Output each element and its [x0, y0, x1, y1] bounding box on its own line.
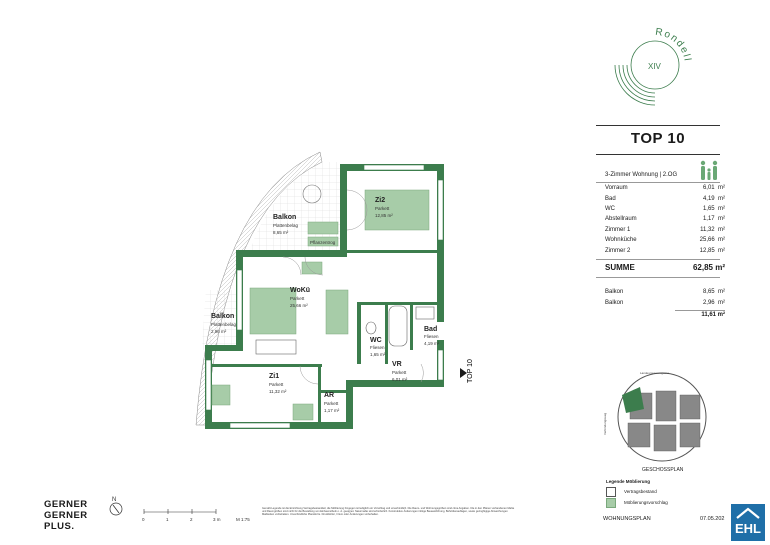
- pflanzentrog-label: Pflanzentrog: [310, 240, 336, 245]
- room-area-bad: 4,19 m²: [424, 341, 440, 346]
- room-floor-balkon-1: Plattenbelag: [273, 223, 299, 228]
- room-area-woku: 25,66 m²: [290, 303, 308, 308]
- entrance-arrow: [460, 368, 467, 378]
- svg-text:1: 1: [166, 517, 169, 522]
- room-name-woku: WoKü: [290, 287, 310, 294]
- room-name-zi2: Zi2: [375, 197, 385, 204]
- sum-value: 62,85 m²: [692, 263, 725, 272]
- room-floor-ar: Parkett: [324, 401, 339, 406]
- room-area-wc: 1,65 m²: [370, 352, 386, 357]
- bathroom-fixtures: [255, 305, 435, 355]
- key-plan: Landesmuseumgasse Verbindungsweg GESCHOS…: [603, 371, 707, 473]
- room-area-balkon-1: 8,65 m²: [273, 230, 289, 235]
- doc-label: WOHNUNGSPLAN: [603, 516, 651, 522]
- legend-swatch-contract: [606, 487, 616, 497]
- svg-text:0: 0: [142, 517, 145, 522]
- title-rule-top: [596, 125, 720, 126]
- rondelle-logo: XIV Rondelle: [612, 22, 693, 106]
- logo-text: Rondelle: [612, 22, 691, 63]
- logo-numeral: XIV: [648, 62, 662, 71]
- room-name-bad: Bad: [424, 326, 437, 333]
- unit-title: TOP 10: [630, 130, 686, 147]
- ehl-roof-icon: [736, 507, 760, 519]
- room-floor-vr: Parkett: [392, 370, 407, 375]
- north-arrow-icon: N: [109, 497, 123, 516]
- key-plan-caption: GESCHOSSPLAN: [642, 467, 684, 473]
- title-rule-bottom: [596, 154, 720, 155]
- svg-text:Rondelle: Rondelle: [612, 22, 693, 63]
- brand-logo: GERNER GERNER PLUS.: [44, 499, 88, 532]
- room-name-balkon-2: Balkon: [211, 313, 234, 320]
- legend-label-proposal: Möblierungsvorschlag: [624, 500, 668, 505]
- balcony-table: [302, 184, 322, 204]
- unit-sum: SUMME 62,85 m²: [605, 263, 725, 272]
- room-area-zi2: 12,85 m²: [375, 213, 393, 218]
- outdoor-total: 11,61 m²: [701, 312, 725, 318]
- room-floor-bad: Fliesen: [424, 334, 439, 339]
- room-area-balkon-2: 2,96 m²: [211, 329, 227, 334]
- scale-bar: 0 1 2 3 m M 1:75: [142, 509, 250, 522]
- room-area-zi1: 11,32 m²: [269, 389, 287, 394]
- key-plan-highlight: [622, 387, 644, 413]
- floor-plan: Balkon Plattenbelag 8,65 m² Pflanzentrog…: [195, 151, 474, 429]
- svg-text:N: N: [112, 497, 116, 503]
- room-area-vr: 6,01 m²: [392, 377, 408, 382]
- unit-subtitle: 3-Zimmer Wohnung | 2.OG: [605, 172, 678, 178]
- door-swings: [282, 189, 424, 385]
- disclaimer: Gemäß Legende ist die Einrichtung Vertra…: [262, 507, 515, 517]
- outdoor-rule: [675, 310, 725, 311]
- room-name-zi1: Zi1: [269, 373, 279, 380]
- subtitle-rule: [596, 182, 720, 183]
- balcony-2-floor: [202, 290, 236, 350]
- legend-swatch-proposal: [606, 498, 616, 508]
- sum-rule-bottom: [596, 277, 720, 278]
- key-plan-street: Landesmuseumgasse: [640, 371, 670, 375]
- room-floor-zi2: Parkett: [375, 206, 390, 211]
- room-name-ar: AR: [324, 392, 334, 399]
- doc-date: 07.05.202: [700, 516, 725, 522]
- svg-text:3 m: 3 m: [213, 517, 221, 522]
- svg-text:M 1:75: M 1:75: [236, 517, 250, 522]
- room-floor-zi1: Parkett: [269, 382, 284, 387]
- sum-rule-top: [596, 259, 720, 260]
- room-name-balkon-1: Balkon: [273, 214, 296, 221]
- windows: [205, 164, 444, 429]
- room-floor-balkon-2: Plattenbelag: [211, 322, 237, 327]
- room-name-wc: WC: [370, 337, 382, 344]
- ehl-logo: EHL: [731, 504, 765, 541]
- svg-text:2: 2: [190, 517, 193, 522]
- family-icon: [700, 160, 718, 180]
- room-floor-woku: Parkett: [290, 296, 305, 301]
- sum-label: SUMME: [605, 263, 635, 272]
- legend-label-contract: Vertragsbestand: [624, 489, 657, 494]
- legend-title: Legende Möblierung: [606, 479, 651, 484]
- room-floor-wc: Fliesen: [370, 345, 385, 350]
- room-name-vr: VR: [392, 361, 402, 368]
- key-plan-side: Verbindungsweg: [603, 412, 607, 435]
- furniture: [211, 189, 430, 421]
- room-area-ar: 1,17 m²: [324, 408, 340, 413]
- plan-top-label: TOP 10: [467, 359, 474, 383]
